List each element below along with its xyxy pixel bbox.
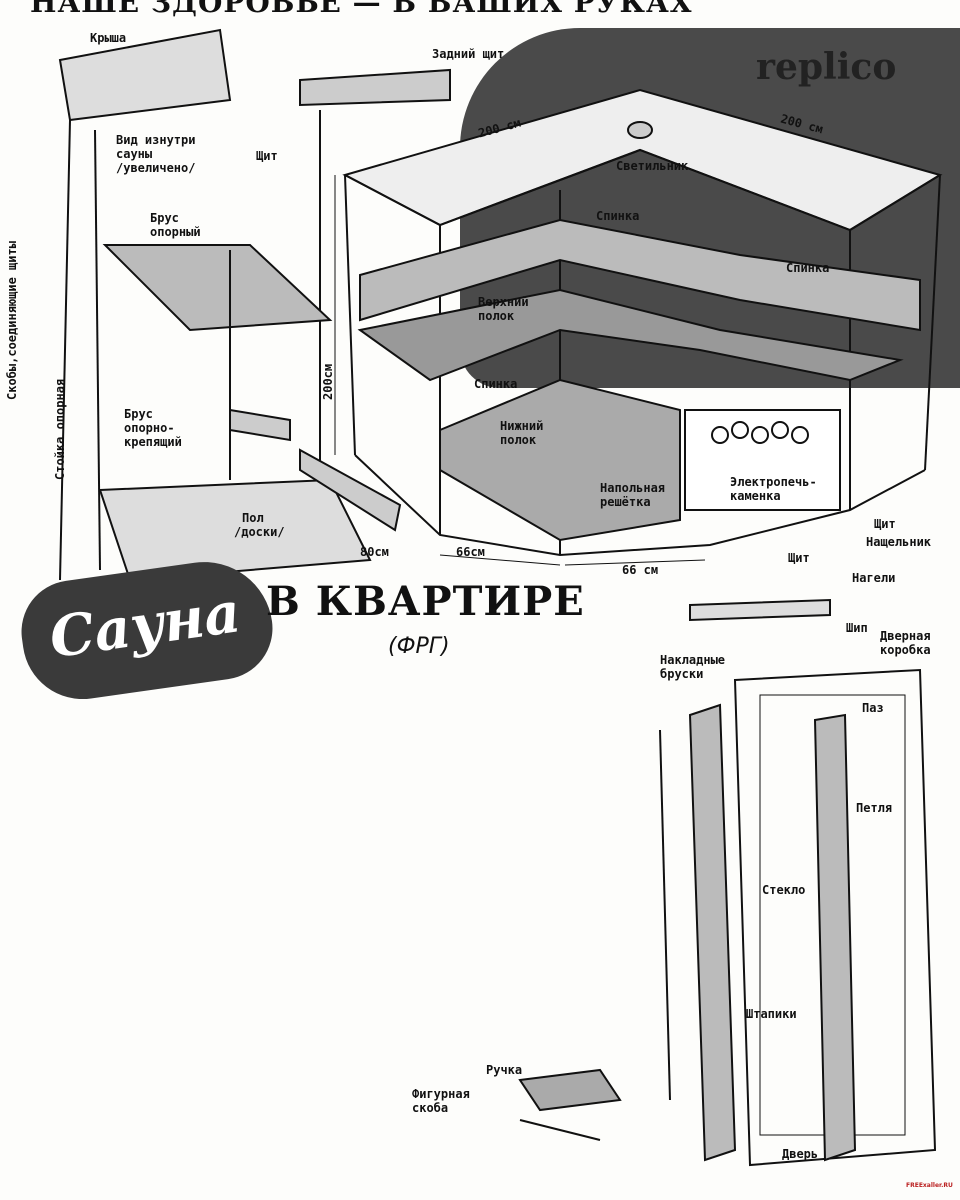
label-backrest-right: Спинка (786, 261, 830, 275)
label-heater-1: Электропечь- (730, 475, 817, 489)
label-support-fix-3: крепящий (124, 435, 182, 449)
label-back-panel: Задний щит (432, 47, 505, 61)
article-title: В КВАРТИРЕ (266, 578, 585, 625)
label-panel-right: Щит (874, 517, 896, 531)
label-roof: Крыша (90, 31, 127, 45)
label-groove: Паз (862, 701, 884, 715)
watermark: replico (756, 46, 897, 88)
label-brackets: Скобы,соединяющие щиты (5, 241, 19, 400)
label-panel-left: Щит (256, 149, 278, 163)
label-overlay-bars-1: Накладные (660, 653, 726, 667)
label-glass: Стекло (762, 883, 806, 897)
label-support-fix-1: Брус (124, 407, 153, 421)
label-backrest-left: Спинка (474, 377, 518, 391)
label-support-beam-2: опорный (150, 225, 201, 239)
label-shaped-bracket-2: скоба (412, 1101, 449, 1115)
label-handle: Ручка (486, 1063, 523, 1077)
label-lamp: Светильник (616, 159, 689, 173)
label-support-beam-1: Брус (150, 211, 179, 225)
title-script: Сауна (45, 579, 245, 672)
label-dim-66-left: 66см (456, 545, 485, 559)
label-door-frame-1: Дверная (880, 629, 931, 643)
label-backrest-top: Спинка (596, 209, 640, 223)
label-support-fix-2: опорно- (124, 421, 175, 435)
label-tenon: Шип (846, 621, 868, 635)
label-upper-shelf-2: полок (478, 309, 515, 323)
label-shaped-bracket-1: Фигурная (412, 1087, 470, 1101)
label-heater-2: каменка (730, 489, 781, 503)
article-country: (ФРГ) (388, 634, 450, 659)
label-inside-view-2: сауны (116, 147, 153, 161)
label-dim-66-right: 66 см (622, 563, 659, 577)
label-floor-1: Пол (242, 511, 264, 525)
label-door-frame-2: коробка (880, 643, 931, 657)
label-hinge: Петля (856, 801, 893, 815)
label-upper-shelf-1: Верхний (478, 295, 529, 309)
label-door: Дверь (782, 1147, 819, 1161)
label-pegs: Нагели (852, 571, 896, 585)
page-header: НАШЕ ЗДОРОВЬЕ — В ВАШИХ РУКАХ (30, 0, 693, 19)
label-overlay-bars-2: бруски (660, 667, 704, 681)
label-lower-shelf-2: полок (500, 433, 537, 447)
door-drawing (518, 598, 937, 1167)
label-floor-grate-1: Напольная (600, 481, 666, 495)
label-dim-200-height: 200см (321, 363, 335, 400)
label-inside-view-3: /увеличено/ (116, 161, 196, 175)
exploded-parts (58, 28, 451, 582)
label-beads: Штапики (746, 1007, 797, 1021)
label-trim: Нащельник (866, 535, 932, 549)
label-floor-grate-2: решётка (600, 495, 651, 509)
credit: FREExaller.RU (906, 1182, 953, 1189)
label-dim-80: 80см (360, 545, 389, 559)
label-inside-view-1: Вид изнутри (116, 133, 196, 147)
label-lower-shelf-1: Нижний (500, 419, 544, 433)
label-floor-2: /доски/ (234, 525, 285, 539)
sauna-cabin (334, 88, 943, 566)
label-panel-bottom: Щит (788, 551, 810, 565)
label-support-post: Стойка опорная (53, 378, 67, 480)
